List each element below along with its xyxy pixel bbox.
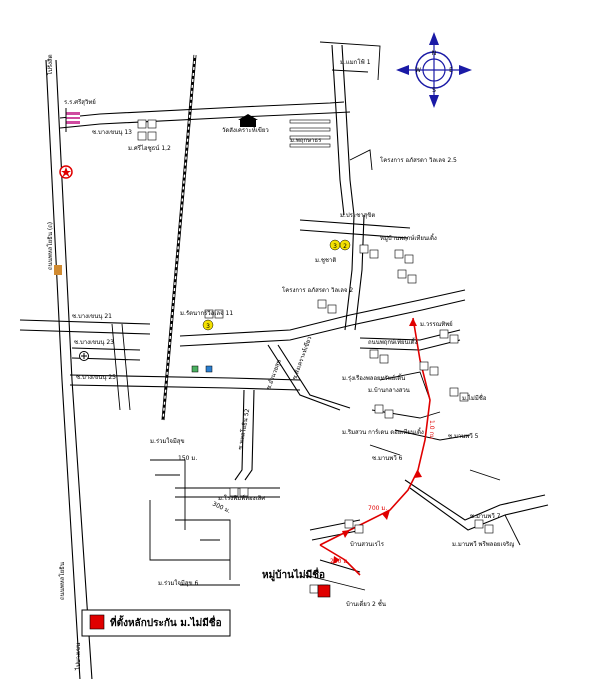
shop-icon bbox=[205, 365, 213, 373]
label-highway-name: ถนนพหลโยธิน bbox=[58, 562, 66, 600]
school-flag-icon bbox=[65, 108, 80, 132]
label-project-25: โครงการ อภัสรดา วิลเลจ 2.5 bbox=[380, 156, 457, 164]
label-soi-kor: ซ.พหลโยธิน 52 bbox=[236, 408, 251, 451]
yellow-circle-2: 2 bbox=[339, 239, 351, 251]
label-dist-250: 250 ม. bbox=[330, 558, 349, 565]
gas-station-icon bbox=[59, 165, 73, 179]
label-dist-150: 150 ม. bbox=[178, 455, 197, 462]
label-rungrueang: ม.รุ่งเรืองพลอยทรัพย์เติ้น bbox=[342, 372, 405, 382]
railway bbox=[161, 54, 197, 421]
legend-swatch bbox=[89, 614, 105, 630]
label-mu-ban-mai-mi-chue: หมู่บ้านไม่มีชื่อ bbox=[262, 567, 325, 582]
label-ruamsuk6: ม.ร่วมใจมีสุข 6 bbox=[158, 579, 198, 587]
legend-text: ที่ตั้งหลักประกัน ม.ไม่มีชื่อ bbox=[110, 615, 222, 629]
label-dist-700: 700 ม. bbox=[368, 505, 387, 512]
label-ruamsuk: ม.ร่วมใจมีสุข bbox=[150, 437, 185, 445]
label-rimsuan: ม.ริมสวน การ์เดน ดอยเทียนเติ้ง bbox=[342, 426, 424, 436]
label-baan-klangsuan: ม.บ้านกลางสวน bbox=[368, 387, 410, 394]
label-baan-pakeht: หมู่บ้านพฤกษ์เทียนเติ้ง bbox=[380, 232, 437, 242]
label-thanon-pakeht: ถนนพฤกษ์เทียนเติ้ง bbox=[368, 336, 418, 346]
yellow-circle-3: 3 bbox=[202, 319, 214, 331]
map-labels: ไปรังสิต ไปบางเขน ถนนพหลโยธิน ถนนพหลโยธิ… bbox=[46, 54, 514, 671]
label-rattanakorn: ม.รัตนากรวิลเลจ 11 bbox=[180, 310, 233, 317]
legend: ที่ตั้งหลักประกัน ม.ไม่มีชื่อ bbox=[81, 609, 231, 637]
label-temple: วัดสังเคราะห์เขียว bbox=[222, 126, 269, 134]
label-dist-300: 300 ม. bbox=[211, 500, 231, 515]
label-dist-1km: 1.0 กม bbox=[428, 420, 435, 439]
yellow-circle-1: 3 bbox=[329, 239, 341, 251]
label-soi13: ซ.บางเขนนุ 13 bbox=[92, 129, 132, 136]
label-soi-manprawee: ซ.มานพวี 5 bbox=[448, 432, 479, 440]
label-school: ร.ร.ศรีสุวิทย์ bbox=[64, 98, 96, 106]
house-clusters bbox=[137, 119, 494, 594]
svg-text:2: 2 bbox=[343, 243, 347, 250]
label-project-2: โครงการ อภัสรดา วิลเลจ 2 bbox=[282, 286, 353, 294]
label-manprawee-khem: ม.มานพวี พรีพลอยเจริญ bbox=[452, 540, 514, 548]
temple-icon bbox=[238, 114, 258, 127]
label-soi-sangkhaw: ซ.สังเคราะห์เขียว bbox=[290, 335, 313, 380]
label-soi21: ซ.บางเขนนุ 21 bbox=[72, 313, 112, 320]
bus-stop-icon bbox=[54, 265, 62, 275]
label-soi25: ซ.บางเขนนุ 25 bbox=[76, 374, 116, 381]
compass-west: W bbox=[415, 67, 421, 74]
svg-text:3: 3 bbox=[206, 323, 210, 330]
roads bbox=[19, 41, 549, 591]
label-highway-bottom: ไปบางเขน bbox=[74, 643, 82, 671]
label-highway-top: ไปรังสิต bbox=[46, 54, 54, 76]
label-pranakhon: ม.ประชาสุขิต bbox=[340, 212, 375, 219]
store-icon bbox=[191, 365, 199, 373]
highway bbox=[45, 59, 93, 679]
label-rongpim: ม.โรงพิมพ์ทองเลิศ bbox=[218, 494, 265, 502]
compass-east: E bbox=[449, 67, 453, 74]
label-soi-manprawee6: ซ.มานพวี 6 bbox=[372, 454, 403, 462]
label-phahon: ม.พฤกษาธร bbox=[290, 137, 322, 144]
label-soi23: ซ.บางเขนนุ 23 bbox=[74, 339, 114, 346]
label-baan-dee: บ้านเดี่ยว 2 ชั้น bbox=[346, 598, 386, 608]
label-soi-amnuay: ซ.อำนวยสุข bbox=[265, 358, 282, 390]
svg-text:3: 3 bbox=[333, 243, 337, 250]
label-wanrakpat: ม.วรรณทิพย์ bbox=[420, 320, 453, 328]
label-baan-suan-rai: บ้านสวนเรไร bbox=[350, 540, 385, 548]
label-srisuk: ม.ศรีไฮซูธน์ 1,2 bbox=[128, 144, 171, 152]
compass-south: S bbox=[432, 87, 436, 94]
compass-icon: N S W E bbox=[396, 32, 472, 108]
label-highway-name-top: ถนนพหลโยธิน (ถ) bbox=[46, 222, 54, 270]
red-route bbox=[319, 317, 431, 576]
label-maeklong: ม.แมกโฟ้ 1 bbox=[340, 58, 371, 66]
label-mai-mi-chue: ม.ไม่มีชื่อ bbox=[462, 394, 487, 402]
target-location-marker bbox=[317, 584, 331, 598]
hospital-icon bbox=[79, 351, 89, 361]
label-chuchart: ม.ชูชาติ bbox=[315, 257, 336, 264]
compass-north: N bbox=[432, 50, 437, 57]
label-soi-man-7: ซ.มานพวี 7 bbox=[470, 512, 501, 520]
